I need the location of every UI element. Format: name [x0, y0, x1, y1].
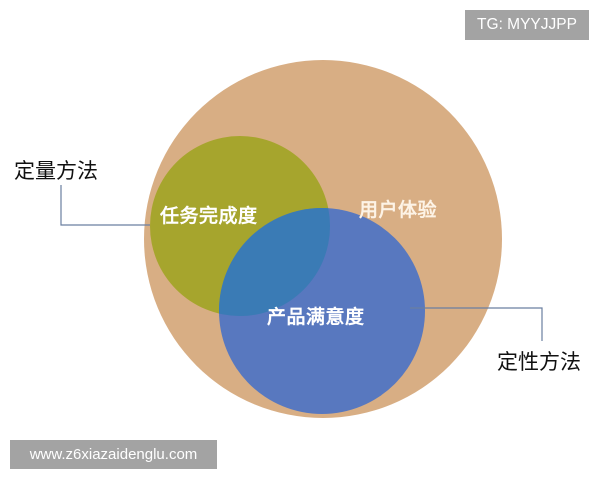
tg-watermark: TG: MYYJJPP	[465, 10, 589, 40]
user-experience-label: 用户体验	[359, 199, 438, 221]
quantitative-methods-label: 定量方法	[14, 159, 98, 183]
quantitative-connector-line	[60, 185, 150, 226]
qualitative-connector-line	[410, 307, 543, 341]
qualitative-methods-label: 定性方法	[497, 350, 581, 374]
product-satisfaction-label: 产品满意度	[267, 306, 365, 328]
url-watermark: www.z6xiazaidenglu.com	[10, 440, 217, 469]
task-completion-label: 任务完成度	[160, 205, 258, 227]
